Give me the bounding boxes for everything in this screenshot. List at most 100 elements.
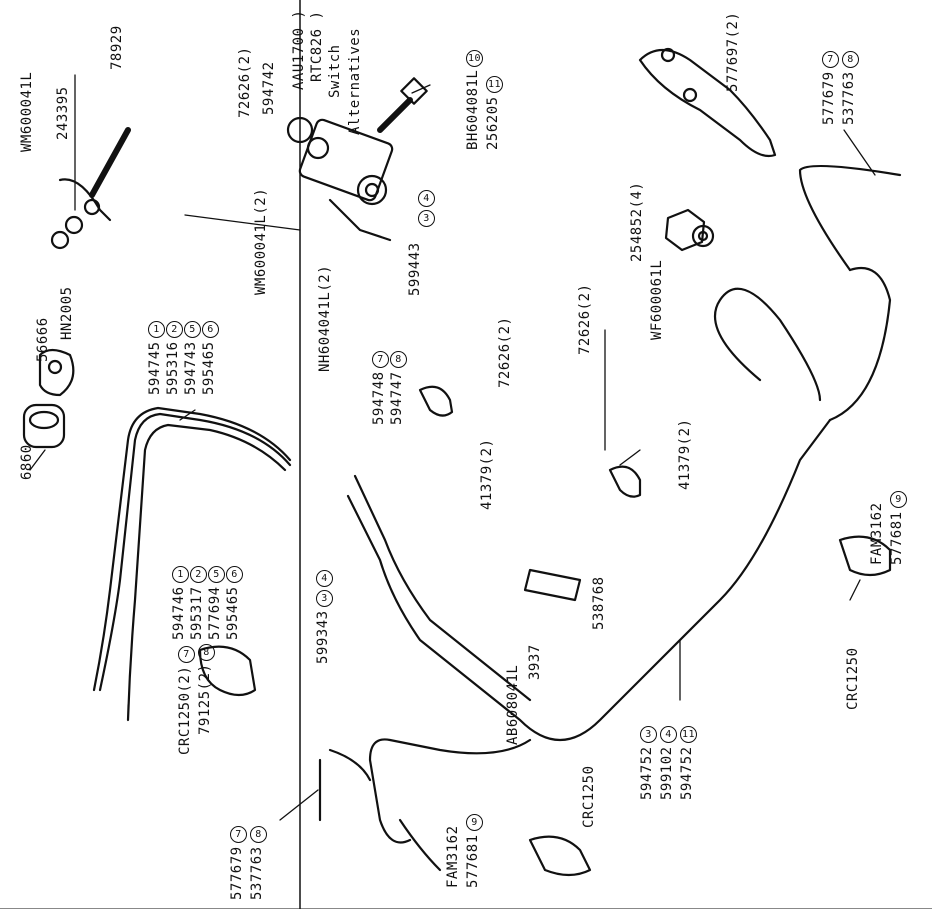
part-number-text: 595465 [225, 586, 241, 640]
circled-reference-number: 7 [178, 645, 195, 663]
part-number-text: WM600041L(2) [253, 187, 269, 295]
part-number-text: HN2005 [59, 286, 75, 340]
grommet-6860 [22, 403, 66, 449]
part-label-6860: 6860 [19, 444, 35, 480]
circled-reference-number: 2 [190, 566, 207, 584]
circled-reference-number: 7 [822, 51, 839, 69]
circled-reference-number: 8 [198, 643, 215, 661]
part-label-537763b: 5377638 [841, 51, 859, 125]
part-number-text: 78929 [109, 25, 125, 70]
part-label-577697: 577697(2) [725, 12, 741, 92]
part-label-crc1250-2: CRC1250(2) 7 [177, 645, 195, 755]
part-label-crc1250b: CRC1250 [581, 765, 597, 828]
part-label-alternatives: Alternatives [347, 27, 363, 135]
circled-reference-number: 3 [418, 210, 435, 227]
part-label-41379-2a: 41379(2) [479, 438, 495, 510]
part-label-hn2005: HN2005 [59, 286, 75, 340]
circled-reference-number: 3 [640, 726, 657, 744]
part-number-text: 594752 [639, 746, 655, 800]
part-number-text: 577681 [465, 834, 481, 888]
part-label-41379-2b: 41379(2) [677, 419, 693, 490]
part-number-text: AB608041L [505, 664, 521, 745]
part-number-text: 3937 [527, 644, 543, 680]
part-label-595317: 5953172 [189, 566, 207, 640]
part-number-text: 594746 [171, 586, 187, 640]
part-number-text: 56666 [35, 317, 51, 362]
part-label-594748: 5947487 [371, 351, 389, 425]
part-number-text: 6860 [19, 444, 35, 480]
part-number-text: 594743 [183, 341, 199, 395]
circled-reference-number: 4 [418, 190, 435, 207]
part-label-wf600061l: WF600061L [649, 259, 665, 340]
part-label-594746: 5947461 [171, 566, 189, 640]
part-label-577681a: 577681 9 [465, 814, 483, 888]
circled-reference-number: 4 [660, 726, 677, 744]
part-label-nh604041l: NH604041L(2) [317, 264, 333, 372]
part-label-79125-2: 79125(2)8 [197, 643, 215, 735]
part-label-fam3162a: FAM3162 [445, 825, 461, 888]
part-label-599343: 599343 3 4 [315, 570, 333, 664]
part-number-text: 243395 [55, 86, 71, 140]
part-number-text: 594748 [371, 371, 387, 425]
part-label-fam3162b: FAM3162 [869, 502, 885, 565]
circled-reference-number: 3 [316, 590, 333, 608]
part-label-594747: 5947478 [389, 351, 407, 425]
part-label-switch: Switch [327, 44, 343, 98]
part-number-text: 595316 [165, 341, 181, 395]
part-number-text: Switch [327, 44, 343, 98]
part-number-text: 537763 [249, 846, 265, 900]
part-label-577679b: 5776797 [821, 51, 839, 125]
circled-reference-number: 4 [316, 570, 333, 588]
circled-reference-number: 1 [148, 321, 165, 339]
circled-reference-number: 8 [842, 51, 859, 69]
part-label-595465b: 5954656 [225, 566, 243, 640]
part-number-text: RTC826 ) [309, 10, 325, 82]
circled-reference-number: 7 [230, 826, 247, 844]
part-number-text: 594742 [261, 61, 277, 115]
part-label-538768: 538768 [591, 576, 607, 630]
part-label-wm600041l: WM600041L [19, 72, 35, 152]
circled-reference-number: 6 [202, 321, 219, 339]
part-label-72626-2b: 72626(2) [497, 317, 513, 388]
part-label-bh604081l: BH604081L10 [465, 49, 483, 150]
part-label-3937: 3937 [527, 644, 543, 680]
part-number-text: FAM3162 [445, 825, 461, 888]
part-label-wm600041l-2: WM600041L(2) [253, 187, 269, 295]
part-label-577681b: 5776819 [889, 491, 907, 565]
part-label-78929: 78929 [109, 25, 125, 70]
part-label-ab608041l: AB608041L [505, 664, 521, 745]
circled-reference-number: 11 [680, 726, 697, 744]
part-label-599102: 5991024 [659, 726, 677, 800]
part-label-537763a: 5377638 [249, 826, 267, 900]
part-label-rtc826: RTC826 ) [309, 10, 325, 82]
part-number-text: CRC1250(2) [177, 665, 193, 755]
part-number-text: 599343 [315, 610, 331, 664]
part-number-text: 256205 [485, 96, 501, 150]
part-number-text: 594745 [147, 341, 163, 395]
circled-reference-number: 2 [166, 321, 183, 339]
part-number-text: 577681 [889, 511, 905, 565]
part-label-577694: 5776945 [207, 566, 225, 640]
part-number-text: 577679 [229, 846, 245, 900]
part-number-text: FAM3162 [869, 502, 885, 565]
part-number-text: 594752 [679, 746, 695, 800]
part-number-text: CRC1250 [581, 765, 597, 828]
part-label-595316: 595316 2 [165, 321, 183, 395]
part-label-aau1700: AAU1700 ) [291, 10, 307, 90]
part-number-text: 599443 [407, 242, 423, 296]
part-label-577679a: 577679 7 [229, 826, 247, 900]
part-number-text: Alternatives [347, 27, 363, 135]
circled-reference-number: 5 [184, 321, 201, 339]
part-label-594745: 594745 1 [147, 321, 165, 395]
part-label-72626-2c: 72626(2) [577, 284, 593, 355]
circled-reference-number: 9 [466, 814, 483, 832]
part-label-243395: 243395 [55, 86, 71, 140]
part-number-text: WF600061L [649, 259, 665, 340]
part-number-text: 41379(2) [479, 438, 495, 510]
part-number-text: 595465 [201, 341, 217, 395]
part-number-text: NH604041L(2) [317, 264, 333, 372]
part-number-text: 72626(2) [237, 46, 253, 118]
part-label-594752b: 594752 11 [679, 726, 697, 800]
